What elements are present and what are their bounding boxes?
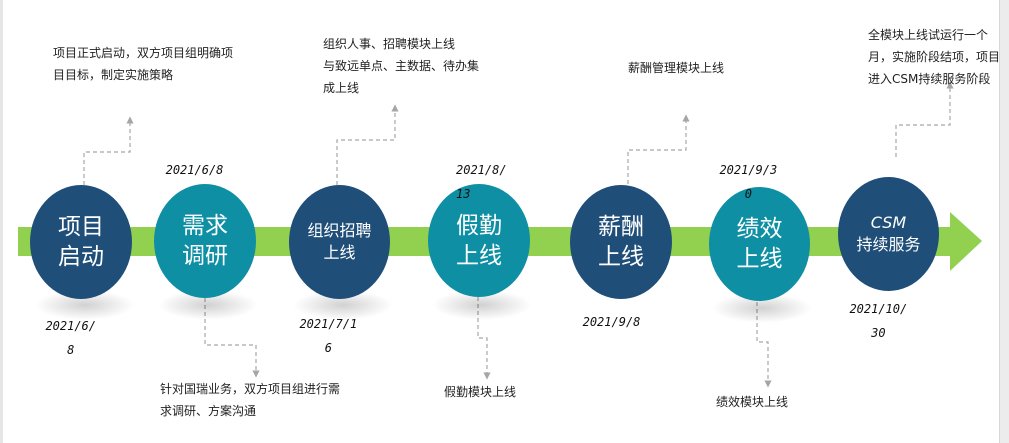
right-edge (999, 0, 1009, 443)
node-label: 上线 (598, 244, 644, 270)
milestone-date: 2021/7/16 (299, 317, 358, 355)
node-label: 假勤 (456, 212, 502, 239)
milestone-date: 2021/8/13 (456, 163, 507, 201)
note-csm: 全模块上线试运行一个月，实施阶段结项，项目进入CSM持续服务阶段 (868, 28, 1001, 86)
milestone-date: 2021/10/30 (849, 302, 908, 340)
milestone-project-kickoff: 项目 启动 (30, 185, 132, 299)
milestone-payroll-live: 薪酬 上线 (570, 185, 672, 299)
note-line: 组织人事、招聘模块上线 (323, 37, 456, 51)
note-org-recruit: 组织人事、招聘模块上线 与致远单点、主数据、待办集成上线 (323, 33, 513, 99)
note-performance: 绩效模块上线 (716, 395, 789, 409)
connector-2 (204, 298, 260, 378)
node-label: 持续服务 (856, 235, 921, 254)
connector-1 (83, 116, 134, 185)
connector-3 (336, 104, 399, 185)
node-label: 调研 (182, 243, 228, 269)
note-attendance: 假勤模块上线 (444, 385, 517, 399)
note-payroll: 薪酬管理模块上线 (628, 61, 725, 75)
connector-7 (895, 81, 954, 157)
left-edge (0, 0, 3, 443)
node-label: 上线 (456, 242, 502, 269)
connector-5 (627, 114, 690, 184)
node-label: 上线 (736, 246, 783, 272)
milestone-requirements-research: 需求 调研 (154, 184, 256, 298)
connector-6 (756, 302, 772, 388)
node-label: 薪酬 (598, 214, 644, 240)
milestone-date: 2021/6/8 (45, 319, 97, 357)
node-label: 项目 (58, 214, 104, 240)
note-requirements: 针对国瑞业务，双方项目组进行需求调研、方案沟通 (160, 382, 341, 418)
node-label: 启动 (58, 244, 104, 270)
milestone-org-recruit-live: 组织招聘 上线 (289, 185, 390, 299)
milestone-csm-service: CSM 持续服务 (838, 177, 939, 291)
node-label: 需求 (182, 213, 228, 239)
milestone-date: 2021/9/30 (719, 163, 778, 201)
connector-4 (477, 297, 491, 380)
milestone-date: 2021/6/8 (165, 163, 224, 177)
node-label: 组织招聘 (307, 221, 372, 240)
note-line: 与致远单点、主数据、待办集成上线 (323, 59, 480, 95)
node-label: CSM (870, 213, 907, 232)
milestone-date: 2021/9/8 (582, 315, 641, 329)
note-kickoff: 项目正式启动，双方项目组明确项目目标，制定实施策略 (53, 46, 234, 82)
node-label: 上线 (323, 243, 356, 262)
milestone-attendance-live: 假勤 上线 (428, 184, 530, 297)
node-label: 绩效 (736, 216, 783, 242)
milestone-performance-live: 绩效 上线 (709, 187, 810, 301)
